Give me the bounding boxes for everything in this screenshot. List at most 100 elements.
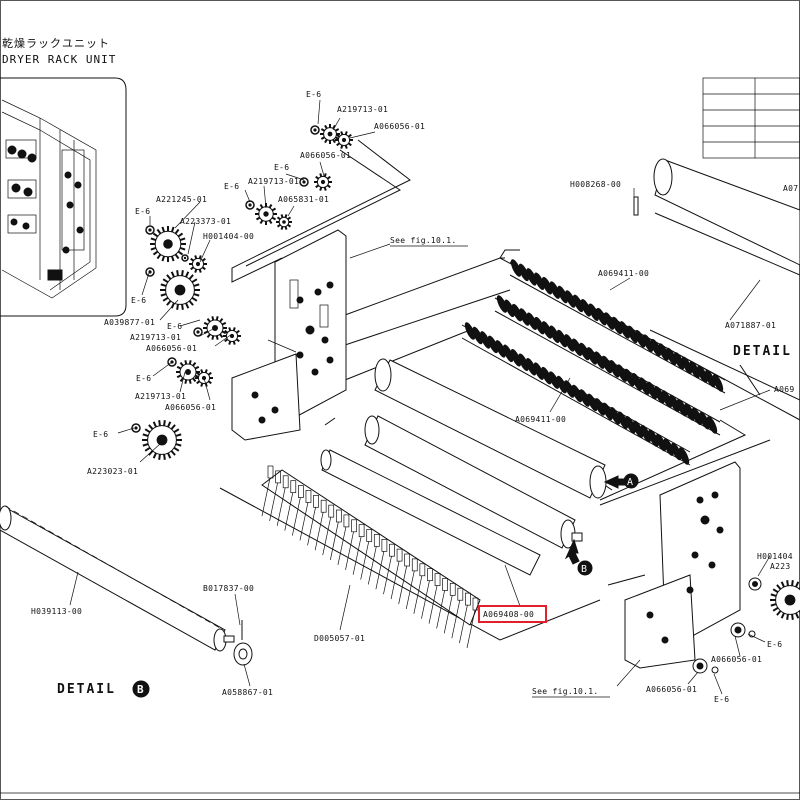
- comb-rib: [373, 534, 380, 547]
- comb-rib: [343, 514, 350, 528]
- label-e6-g: E-6: [136, 374, 151, 383]
- comb-rib: [305, 490, 312, 503]
- comb-rib: [381, 538, 388, 552]
- label-e6-b: E-6: [274, 163, 289, 172]
- label-a223-cut: A223: [770, 562, 790, 571]
- arrow-a: A: [603, 473, 639, 489]
- comb-tooth: [360, 541, 370, 580]
- gear-part: [770, 580, 800, 620]
- see-fig-top-text: See fig.10.1.: [390, 236, 457, 245]
- comb-tooth: [337, 526, 347, 565]
- plain-rollers: [320, 358, 613, 576]
- arrow-b-letter: B: [581, 564, 587, 575]
- comb-rib: [411, 558, 418, 572]
- comb-tooth: [459, 605, 468, 644]
- label-a066056-d: A066056-01: [165, 403, 216, 412]
- label-h039113: H039113-00: [31, 607, 82, 616]
- label-a066056-a: A066056-01: [374, 122, 425, 131]
- comb-rib: [358, 524, 365, 538]
- comb-tooth: [329, 521, 339, 561]
- label-a058867: A058867-01: [222, 688, 273, 697]
- comb-tooth: [428, 585, 438, 624]
- arrow-b: B: [564, 538, 593, 576]
- gear-part: [176, 360, 200, 384]
- right-gear-cluster: [692, 577, 762, 674]
- comb-rib: [282, 475, 289, 489]
- comb-tooth: [405, 570, 415, 609]
- comb-rib: [366, 529, 373, 542]
- gear-part: [160, 270, 200, 310]
- e-ring-hole: [183, 256, 187, 260]
- gear-part: [223, 327, 241, 345]
- title-japanese: 乾燥ラックユニット: [2, 37, 110, 50]
- comb-rib: [442, 578, 448, 591]
- label-a066056-f: A066056-01: [646, 685, 697, 694]
- label-a071887: A071887-01: [725, 321, 776, 330]
- gear-part: [150, 226, 186, 262]
- label-a066056-b: A066056-01: [300, 151, 351, 160]
- comb-rib: [275, 470, 281, 484]
- comb-tooth: [413, 575, 423, 614]
- comb-tooth: [390, 561, 400, 600]
- spiral-ridge: [678, 447, 690, 465]
- comb-rib: [351, 519, 357, 533]
- label-h008268: H008268-00: [570, 180, 621, 189]
- label-e6-a: E-6: [306, 90, 321, 99]
- guide-comb: [261, 465, 481, 649]
- detail-b-marker: B: [137, 683, 144, 696]
- label-a065831: A065831-01: [278, 195, 329, 204]
- see-fig-top: See fig.10.1.: [390, 236, 468, 247]
- label-e6-d: E-6: [135, 207, 150, 216]
- label-a219713-d: A219713-01: [135, 392, 186, 401]
- comb-tooth: [375, 551, 385, 590]
- left-gear-cluster: [131, 124, 800, 620]
- comb-rib: [298, 485, 304, 498]
- label-a219713-b: A219713-01: [248, 177, 299, 186]
- label-e6-j: E-6: [714, 695, 729, 704]
- label-a069408: A069408-00: [483, 610, 534, 619]
- comb-rib: [404, 553, 411, 567]
- part-labels: E-6 A219713-01 A066056-01 A066056-01 E-6…: [31, 90, 798, 704]
- e-ring-hole: [134, 426, 138, 430]
- leader-lines: [69, 99, 771, 695]
- e-ring-hole: [196, 330, 200, 334]
- label-a219713-a: A219713-01: [337, 105, 388, 114]
- comb-tooth: [284, 492, 294, 531]
- highlight-box: [478, 605, 547, 623]
- comb-tooth: [261, 477, 271, 517]
- detail-b-caption: DETAIL B: [57, 680, 150, 698]
- label-a223373: A223373-01: [180, 217, 231, 226]
- label-a066056-c: A066056-01: [146, 344, 197, 353]
- title-english: DRYER RACK UNIT: [2, 53, 116, 66]
- comb-rib: [449, 582, 456, 596]
- gear-part: [335, 131, 353, 149]
- e-ring-hole: [148, 228, 152, 232]
- detail-b-text: DETAIL: [57, 682, 116, 697]
- label-a221245: A221245-01: [156, 195, 207, 204]
- e-ring-hole: [302, 180, 306, 184]
- overview-inset: [0, 77, 127, 317]
- label-b017837: B017837-00: [203, 584, 254, 593]
- comb-rib: [472, 597, 479, 611]
- comb-tooth: [398, 565, 408, 605]
- comb-rib: [434, 573, 441, 586]
- label-e6-h: E-6: [93, 430, 108, 439]
- comb-rib: [290, 480, 297, 494]
- label-a066056-e: A066056-01: [711, 655, 762, 664]
- comb-tooth: [307, 507, 316, 546]
- comb-rib: [328, 504, 335, 518]
- revision-table: [702, 77, 800, 159]
- spiral-ridge: [706, 416, 718, 434]
- detail-b-roller: [0, 505, 253, 666]
- comb-rib: [427, 568, 433, 582]
- label-h001404-a: H001404-00: [203, 232, 254, 241]
- gear-part: [189, 255, 207, 273]
- comb-rib: [419, 563, 426, 577]
- comb-tooth: [314, 512, 324, 551]
- label-d005057: D005057-01: [314, 634, 365, 643]
- e-ring-hole: [313, 128, 317, 132]
- comb-tooth: [292, 497, 301, 536]
- label-a219713-c: A219713-01: [130, 333, 181, 342]
- comb-rib: [389, 543, 395, 557]
